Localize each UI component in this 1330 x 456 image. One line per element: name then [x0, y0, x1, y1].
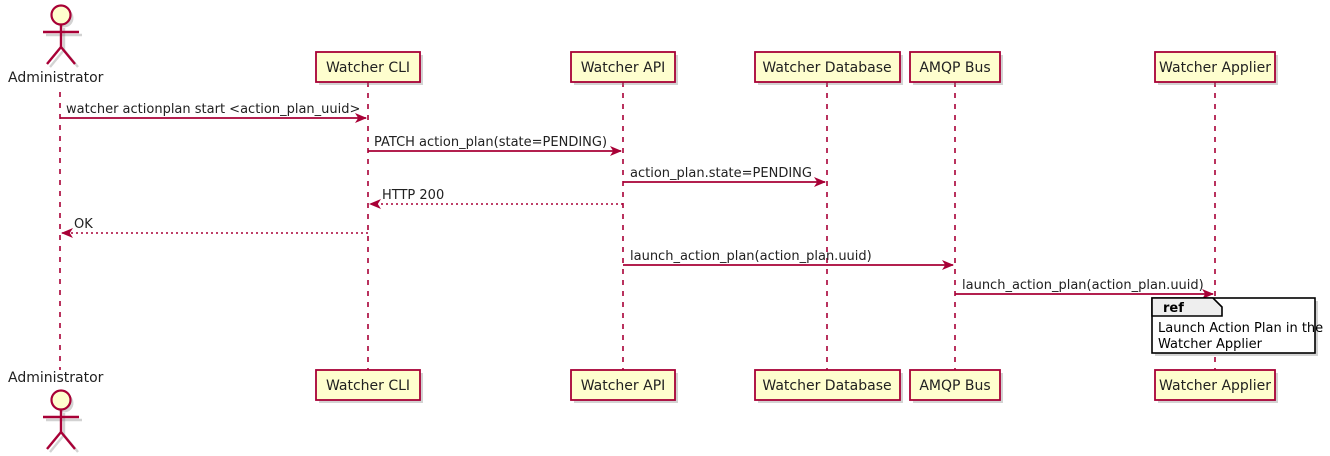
participant-label-watcher-applier-bottom: Watcher Applier	[1159, 378, 1271, 394]
participant-boxes-bottom: Watcher CLI Watcher API Watcher Database…	[315, 369, 1278, 403]
participant-box	[1154, 369, 1276, 401]
actor-label-administrator-top: Administrator	[8, 70, 104, 86]
message-label: action_plan.state=PENDING	[630, 166, 812, 181]
message-label: launch_action_plan(action_plan.uuid)	[962, 278, 1204, 293]
participant-box	[570, 51, 676, 83]
participant-amqp-bus-top[interactable]: AMQP Bus	[909, 51, 1003, 85]
message-label: OK	[74, 217, 93, 232]
message-label: watcher actionplan start <action_plan_uu…	[66, 102, 360, 117]
actor-legs-shadow	[49, 49, 79, 68]
participant-box	[315, 51, 421, 83]
ref-fragment-keyword: ref	[1163, 301, 1184, 316]
participant-label-amqp-bus-bottom: AMQP Bus	[919, 378, 990, 394]
message-label: launch_action_plan(action_plan.uuid)	[630, 249, 872, 264]
actor-administrator-bottom[interactable]: Administrator	[8, 370, 104, 453]
lifelines-group	[59, 82, 1216, 372]
actor-head-icon	[50, 389, 72, 411]
message-label: PATCH action_plan(state=PENDING)	[374, 135, 607, 150]
participant-boxes-top: Watcher CLI Watcher API Watcher Database…	[315, 51, 1278, 85]
message-launch-action-plan-api-to-bus[interactable]: launch_action_plan(action_plan.uuid)	[623, 249, 954, 270]
participant-box	[1154, 51, 1276, 83]
message-action-plan-state-pending[interactable]: action_plan.state=PENDING	[623, 166, 826, 187]
participant-watcher-applier-bottom[interactable]: Watcher Applier	[1154, 369, 1278, 403]
message-ok[interactable]: OK	[61, 217, 368, 238]
participant-label-watcher-api-bottom: Watcher API	[581, 378, 666, 394]
message-label: HTTP 200	[382, 188, 444, 203]
participant-watcher-database-top[interactable]: Watcher Database	[754, 51, 903, 85]
participant-watcher-api-bottom[interactable]: Watcher API	[570, 369, 678, 403]
participant-box	[570, 369, 676, 401]
actor-legs-icon	[46, 431, 76, 450]
actor-icon	[43, 4, 82, 68]
participant-watcher-database-bottom[interactable]: Watcher Database	[754, 369, 903, 403]
participant-box	[754, 369, 901, 401]
participant-watcher-applier-top[interactable]: Watcher Applier	[1154, 51, 1278, 85]
participant-box	[909, 51, 1001, 83]
participant-watcher-cli-top[interactable]: Watcher CLI	[315, 51, 423, 85]
ref-fragment-launch-action-plan[interactable]: ref Launch Action Plan in the Watcher Ap…	[1151, 297, 1323, 356]
actor-administrator-top[interactable]: Administrator	[8, 4, 104, 87]
message-launch-action-plan-bus-to-applier[interactable]: launch_action_plan(action_plan.uuid)	[955, 278, 1214, 299]
participant-label-watcher-database-bottom: Watcher Database	[762, 378, 891, 394]
participant-label-watcher-applier-top: Watcher Applier	[1159, 60, 1271, 76]
participant-watcher-api-top[interactable]: Watcher API	[570, 51, 678, 85]
actor-legs-icon	[46, 46, 76, 65]
message-http-200[interactable]: HTTP 200	[369, 188, 623, 209]
ref-fragment-keyword-tab	[1151, 297, 1223, 317]
participant-box	[909, 369, 1001, 401]
ref-fragment-line-1: Launch Action Plan in the	[1158, 321, 1323, 336]
actor-head-icon	[50, 4, 72, 26]
actor-label-administrator-bottom: Administrator	[8, 370, 104, 386]
participant-label-amqp-bus-top: AMQP Bus	[919, 60, 990, 76]
participant-label-watcher-cli-bottom: Watcher CLI	[326, 378, 410, 394]
participant-watcher-cli-bottom[interactable]: Watcher CLI	[315, 369, 423, 403]
ref-fragment-line-2: Watcher Applier	[1158, 337, 1263, 352]
messages-group: watcher actionplan start <action_plan_uu…	[60, 102, 1214, 299]
actor-legs-shadow	[49, 434, 79, 453]
participant-amqp-bus-bottom[interactable]: AMQP Bus	[909, 369, 1003, 403]
participant-box	[315, 369, 421, 401]
participant-box	[754, 51, 901, 83]
participant-label-watcher-database-top: Watcher Database	[762, 60, 891, 76]
actor-icon	[43, 389, 82, 453]
message-patch-action-plan[interactable]: PATCH action_plan(state=PENDING)	[368, 135, 622, 156]
message-watcher-actionplan-start[interactable]: watcher actionplan start <action_plan_uu…	[60, 102, 367, 123]
participant-label-watcher-cli-top: Watcher CLI	[326, 60, 410, 76]
participant-label-watcher-api-top: Watcher API	[581, 60, 666, 76]
